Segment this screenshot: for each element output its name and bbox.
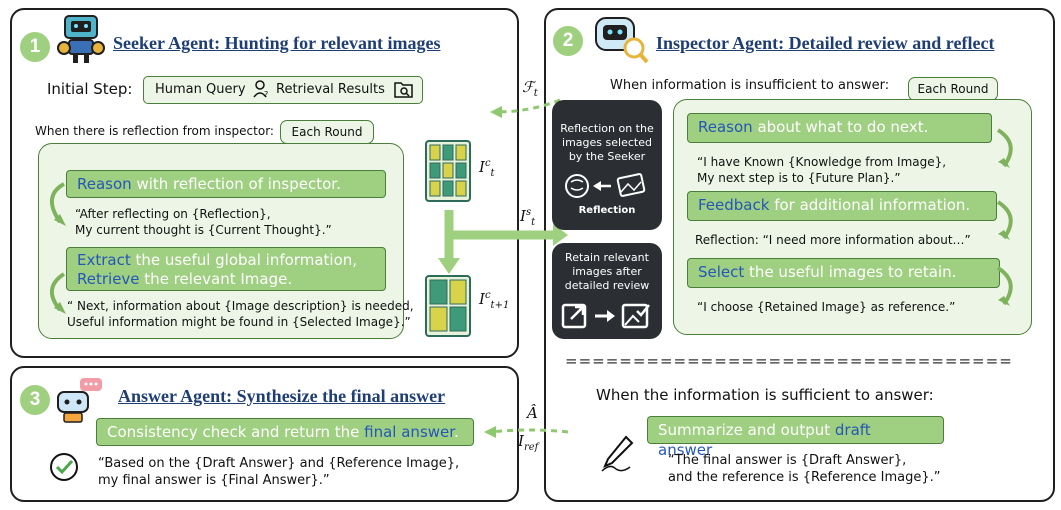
answer-title: Answer Agent: Synthesize the final answe… (118, 386, 446, 406)
retrieval-icon (394, 82, 413, 98)
inspector-quote-4-line-1: “The final answer is {Draft Answer}, (668, 453, 907, 468)
retain-box: Retain relevant images after detailed re… (552, 243, 662, 339)
human-query-label: Human Query (155, 82, 246, 97)
seeker-reason-text: with reflection of inspector. (131, 175, 341, 193)
checkmark-icon (50, 453, 78, 481)
inspector-curved-arrows (996, 128, 1013, 306)
sufficient-label: When the information is sufficient to an… (596, 386, 934, 404)
inspector-reflection-line: Reflection: “I need more information abo… (695, 233, 971, 247)
f-t-symbol: ℱt (522, 78, 538, 99)
human-query-icon: ? (253, 80, 268, 98)
inspector-reason-text: about what to do next. (752, 118, 929, 136)
summary-text: Summarize and output (658, 421, 835, 439)
seeker-retrieve-text: the relevant Image. (139, 270, 293, 288)
robot-icon (57, 15, 105, 63)
initial-step-box (143, 76, 423, 104)
initial-step-label: Initial Step: (47, 80, 133, 98)
seeker-each-round-tab: Each Round (280, 120, 374, 144)
summary-keyword: draft answer (658, 421, 871, 459)
answer-bar-keyword: final answer (364, 423, 455, 441)
expand-to-check-icon (561, 303, 650, 329)
robot-magnifier-icon (595, 17, 649, 64)
retained-image-grid-icon (425, 275, 471, 337)
seeker-quote-2-line-2: Useful information might be found in {Se… (67, 315, 411, 329)
retain-box-line-1: Retain relevant (565, 251, 649, 264)
summary-bar: Summarize and output draft answer. (647, 416, 944, 459)
pen-icon (601, 435, 634, 472)
inspector-quote-3: “I choose {Retained Image} as reference.… (697, 300, 956, 314)
inspector-quote-1-line-1: “I have Known {Knowledge from Image}, (697, 155, 947, 169)
reflection-condition-label: When there is reflection from inspector: (35, 124, 274, 138)
answer-bar-end: . (454, 423, 459, 441)
answer-bar-text: Consistency check and return the (107, 423, 365, 441)
inspector-feedback-bar: Feedback for additional information. (687, 191, 997, 221)
inspector-select-bar: Select the useful images to retain. (687, 258, 1000, 288)
robot-chat-icon (57, 378, 102, 423)
inspector-quote-1-line-2: My next step is to {Future Plan}.” (697, 171, 901, 185)
retrieval-results-label: Retrieval Results (276, 82, 385, 97)
answer-bar: Consistency check and return the final a… (96, 418, 474, 446)
reflection-box-line-1: Reflection on the (560, 122, 654, 135)
a-hat-symbol: Â (527, 404, 538, 422)
i-t1-c-symbol: Ict+1 (479, 290, 510, 311)
seeker-step-number: 1 (20, 32, 50, 62)
seeker-quote-1-line-1: “After reflecting on {Reflection}, (75, 207, 271, 221)
seeker-retrieve-keyword: Retrieve (77, 270, 140, 288)
seeker-curved-arrows (50, 182, 66, 314)
insufficient-label: When information is insufficient to answ… (610, 78, 890, 93)
reflection-caption: Reflection (578, 205, 636, 216)
inspector-feedback-text: for additional information. (769, 196, 971, 214)
summary-end: . (710, 441, 716, 459)
inspector-feedback-keyword: Feedback (698, 196, 770, 214)
inspector-step-number: 2 (553, 26, 583, 56)
inspector-select-keyword: Select (698, 263, 745, 281)
reflection-box: Reflection on the images selected by the… (552, 100, 662, 230)
inspector-reason-bar: Reason about what to do next. (687, 113, 992, 143)
seeker-title: Seeker Agent: Hunting for relevant image… (113, 33, 441, 53)
seeker-extract-text: the useful global information, (130, 251, 358, 269)
inspector-each-round-tab: Each Round (908, 77, 998, 101)
image-grid-icon (425, 140, 471, 202)
i-t-c-symbol: Ict (479, 158, 495, 179)
seeker-extract-keyword: Extract (77, 251, 131, 269)
brain-to-picture-icon (565, 173, 646, 198)
reflection-box-line-2: images selected (562, 136, 652, 149)
seeker-quote-1-line-2: My current thought is {Current Thought}.… (75, 223, 332, 237)
i-t-s-symbol: Ist (520, 207, 536, 228)
retain-box-line-2: images after (572, 265, 642, 278)
retain-box-line-3: detailed review (564, 279, 650, 292)
inspector-reason-keyword: Reason (698, 118, 753, 136)
seeker-extract-bar: Extract the useful global information, R… (66, 247, 386, 291)
reflection-box-line-3: by the Seeker (568, 150, 646, 163)
seeker-quote-2-line-1: “ Next, information about {Image descrip… (67, 299, 414, 313)
answer-quote-line-2: my final answer is {Final Answer}.” (98, 473, 330, 488)
i-ref-symbol: Iref (518, 432, 539, 453)
inspector-select-text: the useful images to retain. (744, 263, 957, 281)
answer-step-number: 3 (20, 385, 50, 415)
answer-quote-line-1: “Based on the {Draft Answer} and {Refere… (98, 456, 460, 471)
svg-text:?: ? (264, 90, 268, 98)
inspector-title: Inspector Agent: Detailed review and ref… (656, 33, 995, 53)
seeker-reason-keyword: Reason (77, 175, 132, 193)
inspector-quote-4-line-2: and the reference is {Reference Image}.” (668, 470, 941, 485)
seeker-reason-bar: Reason with reflection of inspector. (66, 170, 386, 198)
separator-line: ================================= (565, 352, 1013, 370)
